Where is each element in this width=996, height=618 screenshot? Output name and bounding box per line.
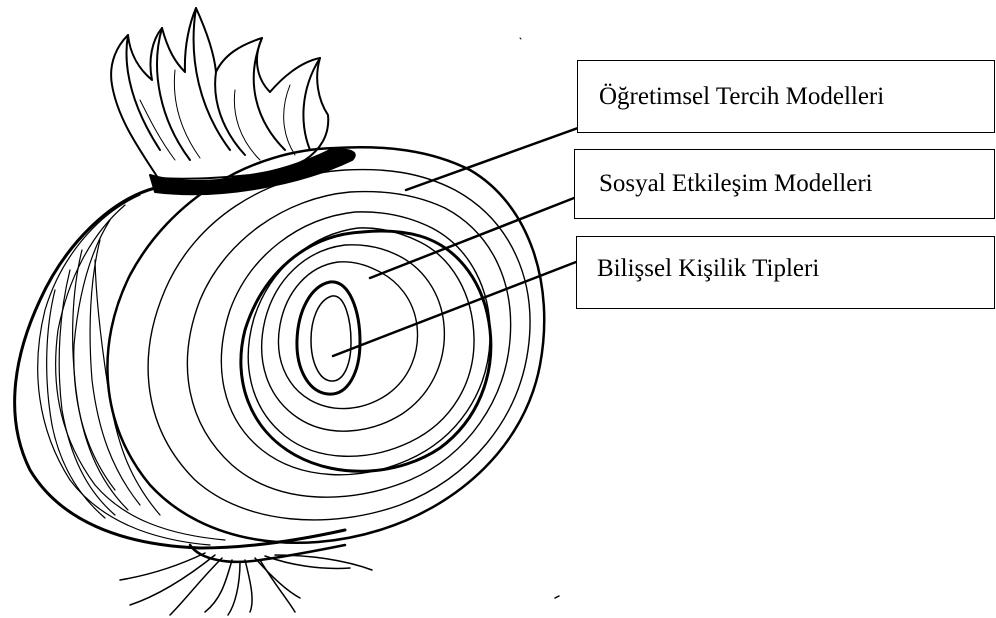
onion-roots-icon [120, 545, 372, 615]
label-box-middle-layer: Sosyal Etkileşim Modelleri [574, 149, 995, 219]
label-box-outer-layer: Öğretimsel Tercih Modelleri [577, 60, 995, 133]
leader-line-outer [406, 128, 578, 190]
label-inner-layer: Bilişsel Kişilik Tipleri [597, 255, 819, 283]
onion-illustration [15, 8, 559, 615]
label-box-inner-layer: Bilişsel Kişilik Tipleri [576, 236, 995, 309]
onion-core [297, 282, 360, 394]
onion-skin-strokes [38, 195, 225, 545]
onion-rings [148, 170, 530, 520]
leader-line-inner [333, 262, 576, 356]
label-middle-layer: Sosyal Etkileşim Modelleri [599, 170, 873, 198]
label-outer-layer: Öğretimsel Tercih Modelleri [599, 83, 884, 111]
